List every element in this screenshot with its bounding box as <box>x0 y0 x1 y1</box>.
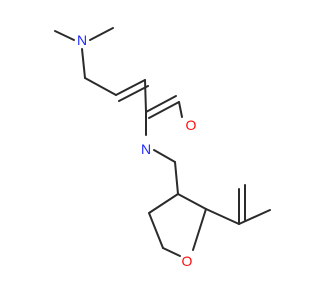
bond-ring-c3-to-c4 <box>148 193 179 214</box>
bond-carbonyl-double <box>145 95 180 119</box>
bond-methyl-2-to-amine-n <box>89 27 114 41</box>
atom-label-carbonyl-o: O <box>186 117 197 133</box>
molecule-structure-diagram: N O N O <box>54 27 271 269</box>
bond-methyl-1-to-amine-n <box>54 30 75 41</box>
atom-label-amine-n: N <box>77 32 87 48</box>
bond-amine-n-to-ch2 <box>81 48 86 79</box>
bond-alkene-to-carbonyl-c <box>144 79 147 113</box>
bond-ring-c3-to-c2 <box>177 193 207 210</box>
bond-isopropenyl-methyl <box>238 209 271 225</box>
bond-isopropenyl-double <box>238 184 246 225</box>
bond-alkene-double <box>115 79 149 102</box>
bond-ch2-to-ring-c3 <box>174 161 179 195</box>
bond-ring-c5-to-o <box>162 247 181 257</box>
bond-carbonyl-to-o-label <box>178 101 183 118</box>
bond-ring-o-to-c2 <box>192 208 207 251</box>
atom-label-amide-n: N <box>141 141 151 157</box>
bond-ring-c4-to-c5 <box>148 212 164 249</box>
bond-ring-c2-to-isopropenyl <box>205 208 240 225</box>
bond-amide-n-to-ch2 <box>153 149 176 163</box>
bond-ch2-to-alkene <box>84 77 117 96</box>
atom-label-ring-o: O <box>182 253 193 269</box>
